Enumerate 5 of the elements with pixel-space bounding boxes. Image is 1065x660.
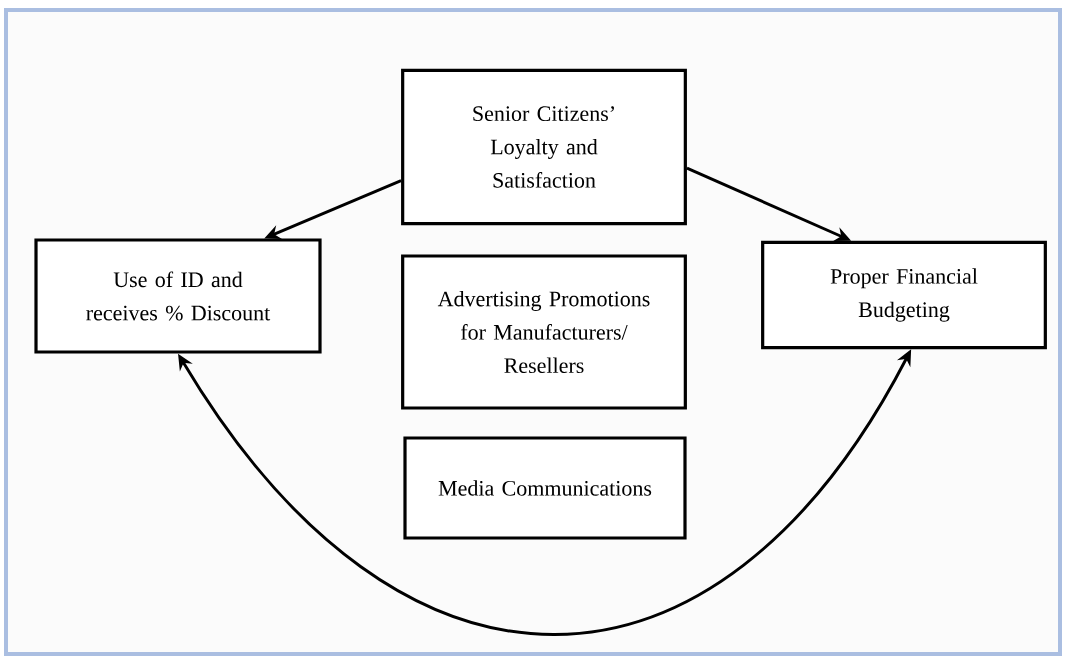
text-box: Use of ID and receives % Discount — [34, 238, 322, 354]
text-box: Advertising Promotions for Manufacturers/ Resellers — [401, 254, 687, 410]
text-box: Proper Financial Budgeting — [761, 240, 1047, 350]
text-box: Media Communications — [403, 436, 687, 540]
text-box: Senior Citizens’ Loyalty and Satisfaction — [401, 68, 687, 226]
